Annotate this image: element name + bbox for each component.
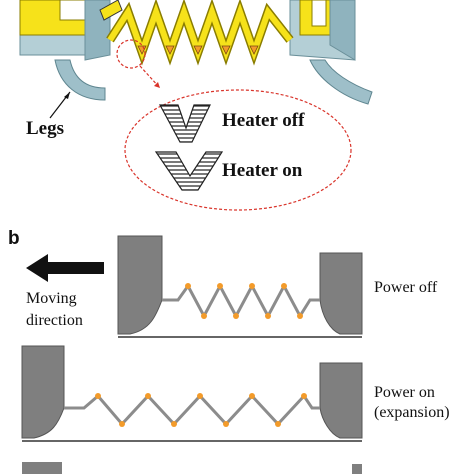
heater-on-label: Heater on [222, 160, 303, 181]
panel-b [21, 235, 363, 474]
power-on-label-line2: (expansion) [374, 404, 450, 421]
callout-ellipse [124, 89, 352, 211]
left-block [19, 0, 123, 61]
moving-direction-arrow-icon [26, 254, 104, 282]
legs [54, 59, 373, 105]
view-partial [22, 462, 362, 474]
panel-b-label: b [8, 228, 20, 249]
heater-off-label: Heater off [222, 110, 305, 131]
zigzag-spring [106, 0, 294, 66]
view-power-on [21, 345, 363, 442]
power-on-label-line1: Power on [374, 384, 435, 401]
legs-label: Legs [26, 118, 64, 139]
moving-label-line1: Moving [26, 290, 77, 307]
power-off-label: Power off [374, 279, 438, 296]
right-block [289, 0, 356, 61]
view-power-off [117, 235, 363, 338]
v-heater-off-icon [158, 104, 211, 143]
moving-label-line2: direction [26, 312, 83, 329]
v-heater-on-icon [154, 151, 224, 191]
focus-circle [116, 39, 146, 69]
panel-a [19, 0, 373, 211]
